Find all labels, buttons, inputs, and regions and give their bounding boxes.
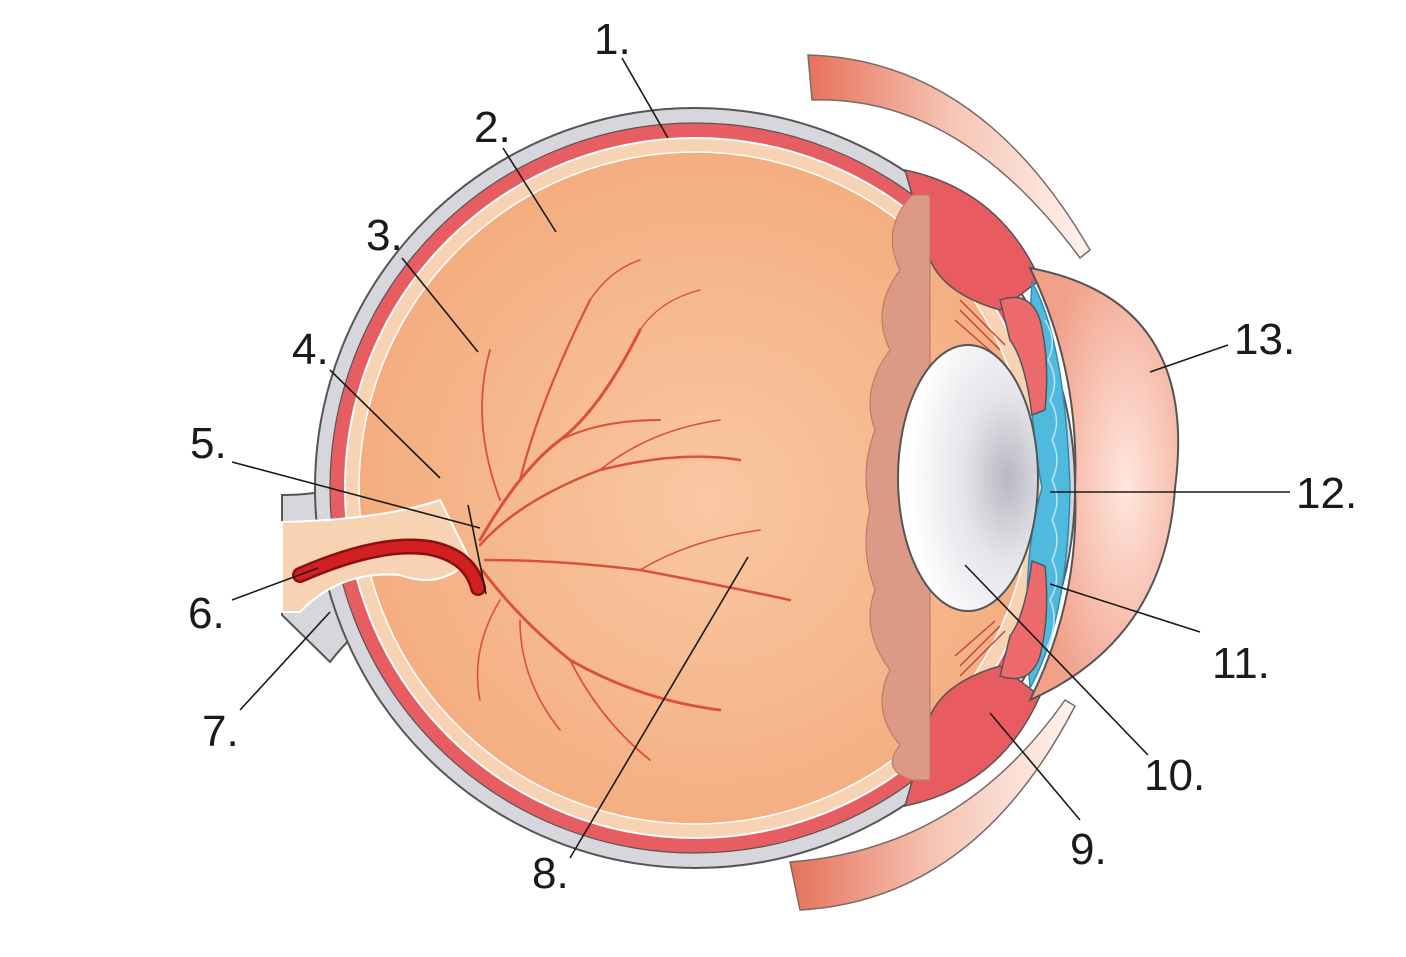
callout-label-11: 11. [1212, 639, 1270, 688]
callout-label-10: 10. [1144, 751, 1205, 800]
callout-label-5: 5. [190, 419, 227, 468]
callout-label-3: 3. [366, 211, 403, 260]
callout-label-4: 4. [292, 325, 329, 374]
callout-label-1: 1. [594, 15, 631, 64]
callout-label-6: 6. [188, 589, 225, 638]
callout-label-13: 13. [1234, 315, 1295, 364]
callout-label-12: 12. [1296, 469, 1357, 518]
upper-eyelid [807, 54, 1091, 260]
leader-lines [231, 57, 1290, 859]
callout-label-9: 9. [1070, 825, 1107, 874]
callout-label-8: 8. [532, 849, 569, 898]
lower-eyelid [789, 698, 1076, 911]
callout-label-7: 7. [202, 707, 239, 756]
zonular-fibers [954, 299, 1006, 677]
retinal-blood-vessels [476, 259, 792, 761]
lens [897, 344, 1039, 612]
callout-label-2: 2. [474, 103, 511, 152]
iris [999, 296, 1048, 680]
cornea [1027, 266, 1180, 703]
central-retinal-blood-vessel [292, 538, 486, 596]
